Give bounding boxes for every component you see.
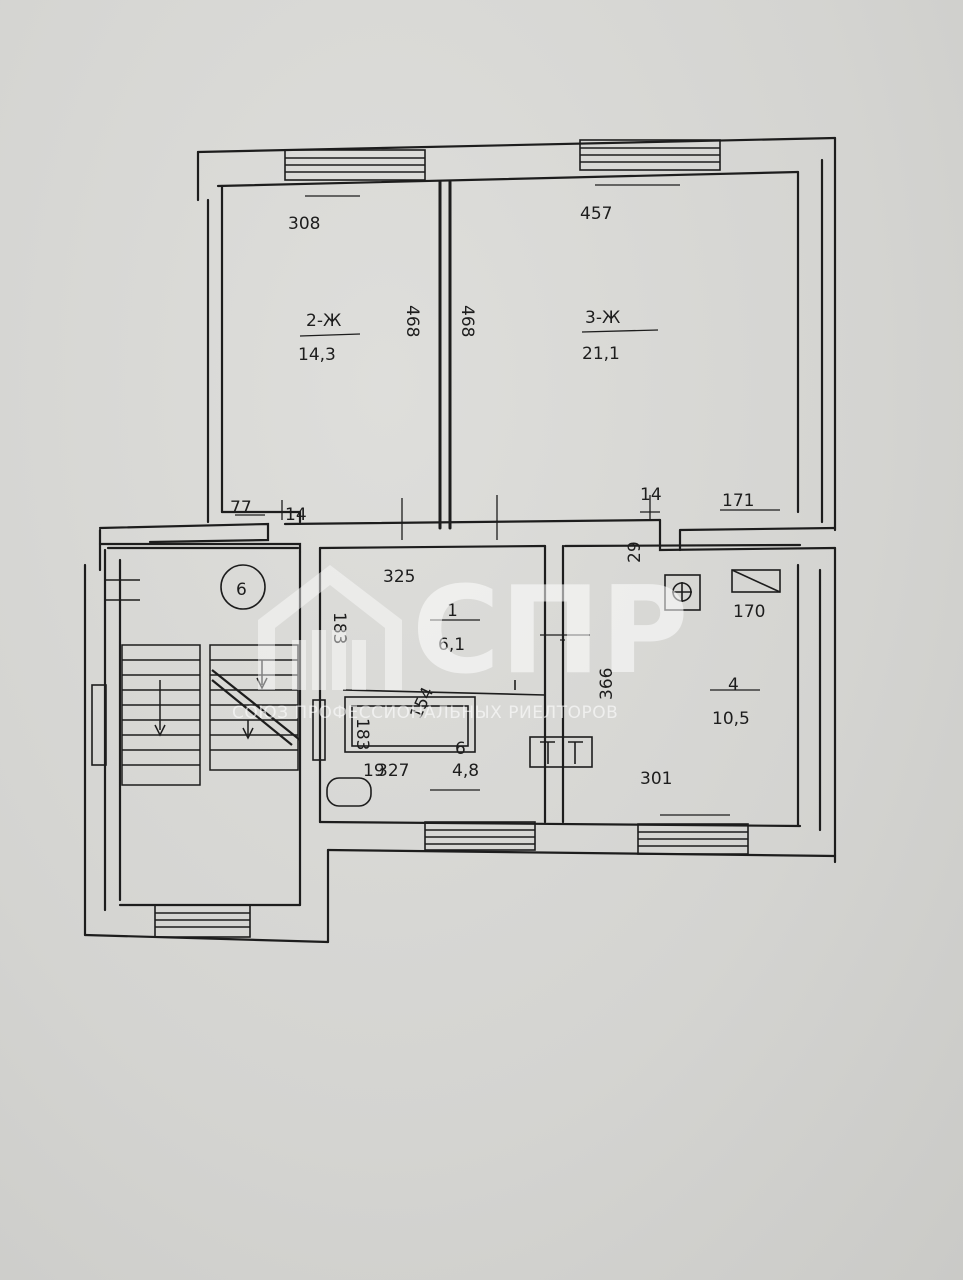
room2-area: 14,3 (298, 345, 336, 365)
room1-width: 325 (383, 567, 415, 587)
thick-right-dim: 14 (640, 485, 662, 505)
room2-label: 2-Ж (306, 311, 341, 331)
room3-label: 3-Ж (585, 308, 620, 328)
watermark-brand: СПР (412, 562, 688, 701)
room2-length: 468 (402, 305, 422, 337)
watermark-tagline: СОЮЗ ПРОФЕССИОНАЛЬНЫХ РИЕЛТОРОВ (232, 703, 618, 723)
room3-width: 457 (580, 204, 612, 224)
room4-width: 301 (640, 769, 672, 789)
toilet (326, 777, 372, 807)
top-wall-inner (216, 170, 800, 188)
dimension-lines (235, 184, 780, 816)
stair-marker-circle (220, 564, 266, 610)
stove (664, 574, 701, 611)
window-stair-side (91, 684, 107, 766)
bath-small: 19 (363, 761, 385, 781)
room1-height: 183 (329, 612, 349, 644)
room4-length: 366 (597, 668, 617, 700)
stairs (105, 579, 301, 786)
bath-small-2: 183 (352, 718, 372, 750)
bath-width: 327 (377, 761, 409, 781)
room2-width: 308 (288, 214, 320, 234)
room4-side: 170 (733, 602, 765, 622)
room1-area: 6,1 (438, 635, 465, 655)
wall-left-dim: 77 (230, 498, 252, 518)
room4-label: 4 (728, 675, 739, 695)
room3-area: 21,1 (582, 344, 620, 364)
windows (91, 139, 749, 938)
wall-right-dim: 171 (722, 491, 754, 511)
room-labels: 308 457 2-Ж 14,3 3-Ж 21,1 468 468 77 14 … (230, 204, 765, 789)
room3-length: 468 (457, 305, 477, 337)
bathtub (344, 696, 476, 753)
fixtures (220, 564, 781, 807)
room4-small: 29 (625, 541, 645, 563)
window-bath (424, 821, 536, 851)
room1-label: 1 (447, 601, 458, 621)
walls (83, 136, 837, 944)
bath-area: 4,8 (452, 761, 479, 781)
thick-left-dim: 14 (285, 505, 307, 525)
stair-label: 6 (236, 580, 247, 600)
window-stair (154, 904, 251, 938)
room4-area: 10,5 (712, 709, 750, 729)
bath-label: 6 (455, 739, 466, 759)
sink (529, 736, 593, 768)
watermark: СПР СОЮЗ ПРОФЕССИОНАЛЬНЫХ РИЕЛТОРОВ (232, 562, 688, 723)
watermark-building-icon (258, 565, 402, 690)
